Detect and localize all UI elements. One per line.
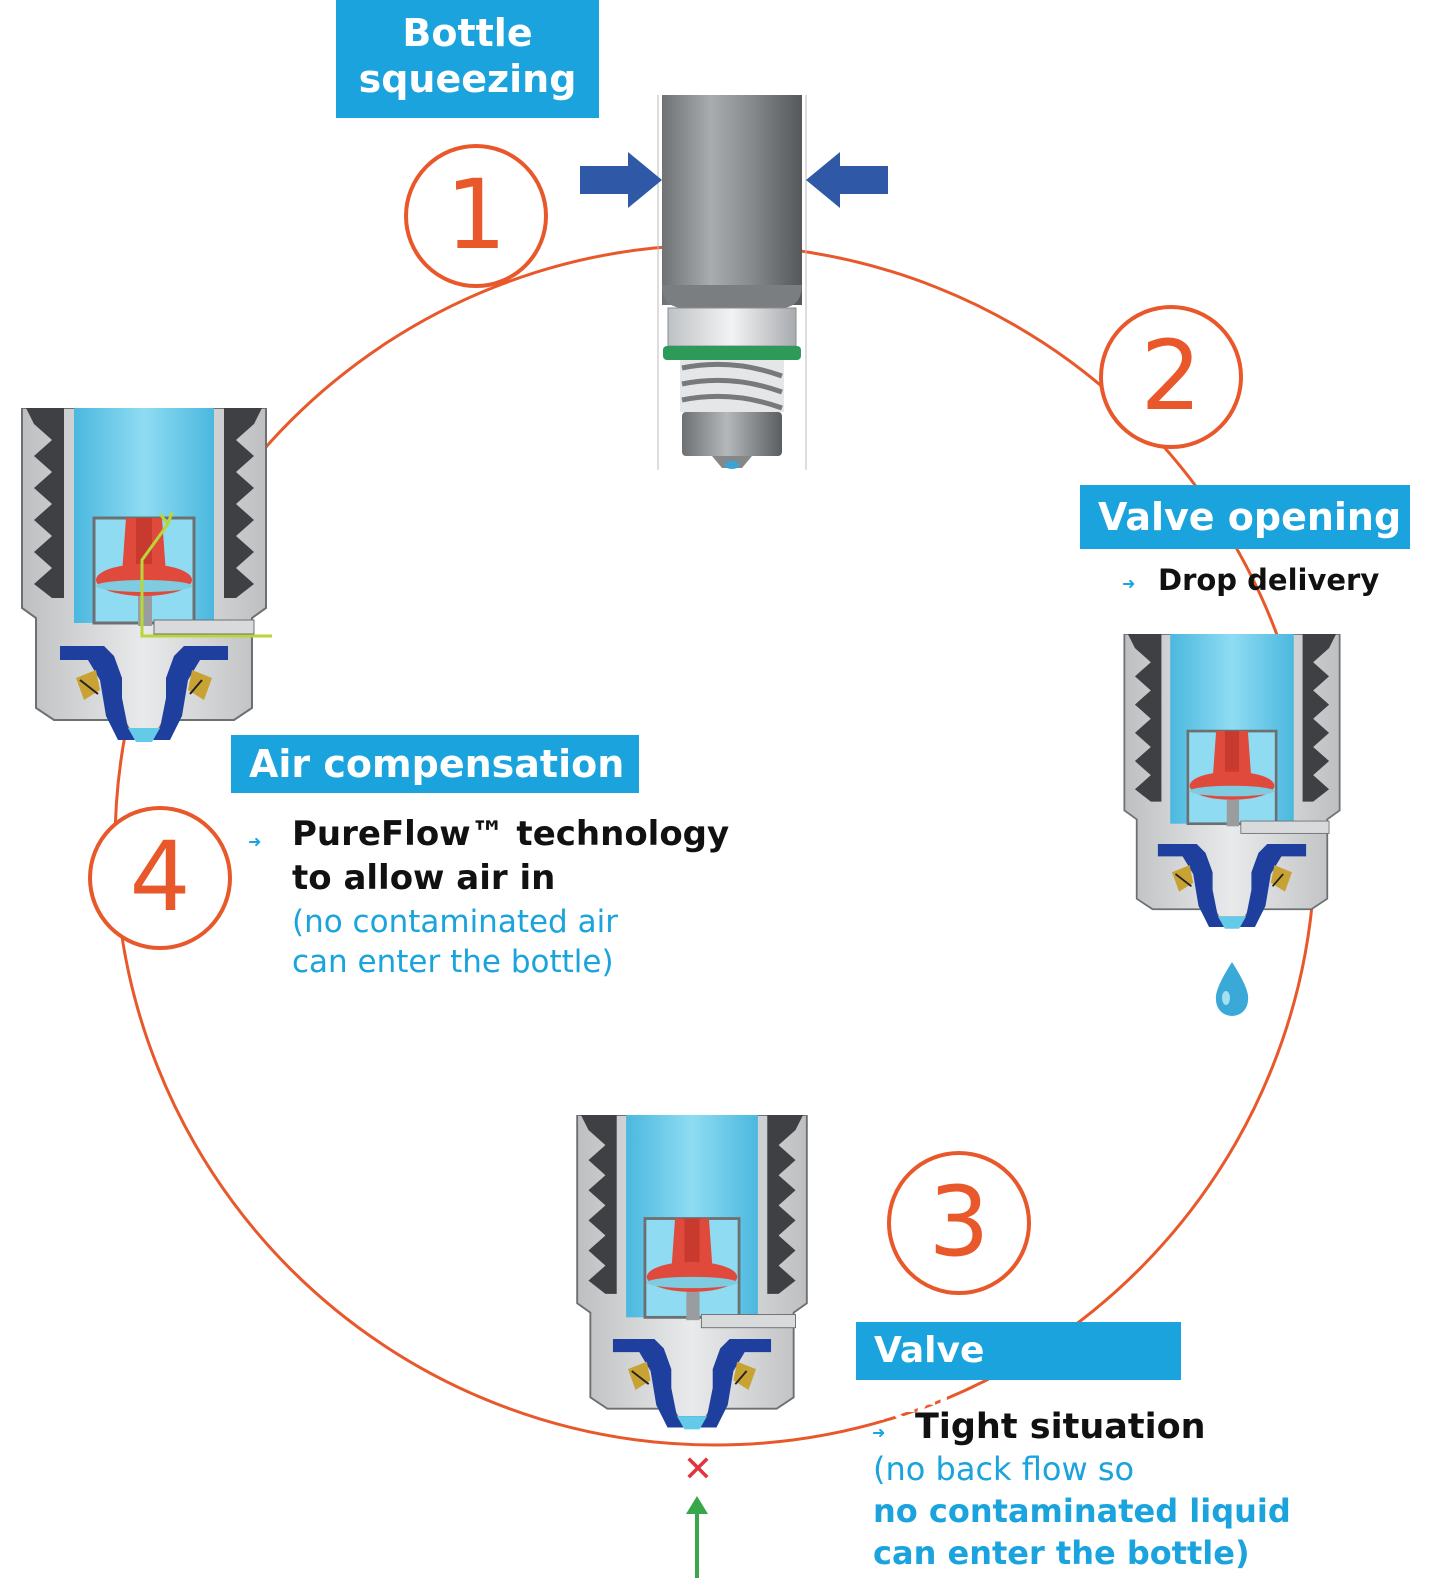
step-3-title-box: Valve reclosing [856, 1322, 1181, 1429]
step-2-bullet: Drop delivery [1158, 563, 1380, 597]
step-3-title: Valve reclosing [874, 1330, 1060, 1429]
step-4-number: 4 [129, 821, 191, 933]
valve-illustration-step-2 [1107, 634, 1357, 934]
arrow-bullet-icon: ➜ [872, 1423, 886, 1442]
step-2-number: 2 [1140, 320, 1202, 432]
valve-illustration-step-3 [558, 1115, 826, 1435]
step-3-note-line-1: (no back flow so [873, 1450, 1135, 1488]
step-4-circle [88, 806, 232, 950]
cross-icon: ✕ [682, 1449, 714, 1490]
step-1-title-box: Bottle squeezing [336, 0, 599, 118]
step-1-number: 1 [445, 159, 507, 271]
step-1-title-line-1: Bottle [402, 11, 533, 55]
valve-illustration-step-4 [4, 408, 284, 748]
step-4-bullet-line-1: PureFlow™ technology [292, 814, 730, 854]
arrow-bullet-icon: ➜ [248, 832, 262, 851]
step-3-note-line-2: no contaminated liquid [873, 1492, 1291, 1530]
bottle-illustration [657, 95, 807, 470]
step-3-number: 3 [928, 1166, 990, 1278]
step-4-note-line-2: can enter the bottle) [292, 944, 614, 980]
arrow-bullet-icon: ➜ [1122, 574, 1136, 593]
step-4-note-line-1: (no contaminated air [292, 904, 618, 940]
step-2-title-box: Valve opening [1080, 485, 1410, 549]
step-3-circle [887, 1151, 1031, 1295]
step-3-bullet: Tight situation [915, 1407, 1206, 1447]
inflow-up-arrow-icon [686, 1496, 708, 1578]
drop-icon [1215, 962, 1249, 1016]
step-2-circle [1099, 305, 1243, 449]
step-4-title-box: Air compensation [231, 735, 639, 793]
step-2-title: Valve opening [1098, 495, 1402, 539]
step-1-title-line-2: squeezing [358, 57, 577, 101]
step-3-note-line-3: can enter the bottle) [873, 1534, 1250, 1572]
squeeze-arrow-icon [580, 152, 662, 208]
squeeze-arrow-icon [806, 152, 888, 208]
air-path-indicator [140, 511, 272, 638]
step-4-bullet-line-2: to allow air in [292, 858, 556, 898]
step-4-title: Air compensation [249, 742, 625, 786]
step-1-circle [404, 144, 548, 288]
